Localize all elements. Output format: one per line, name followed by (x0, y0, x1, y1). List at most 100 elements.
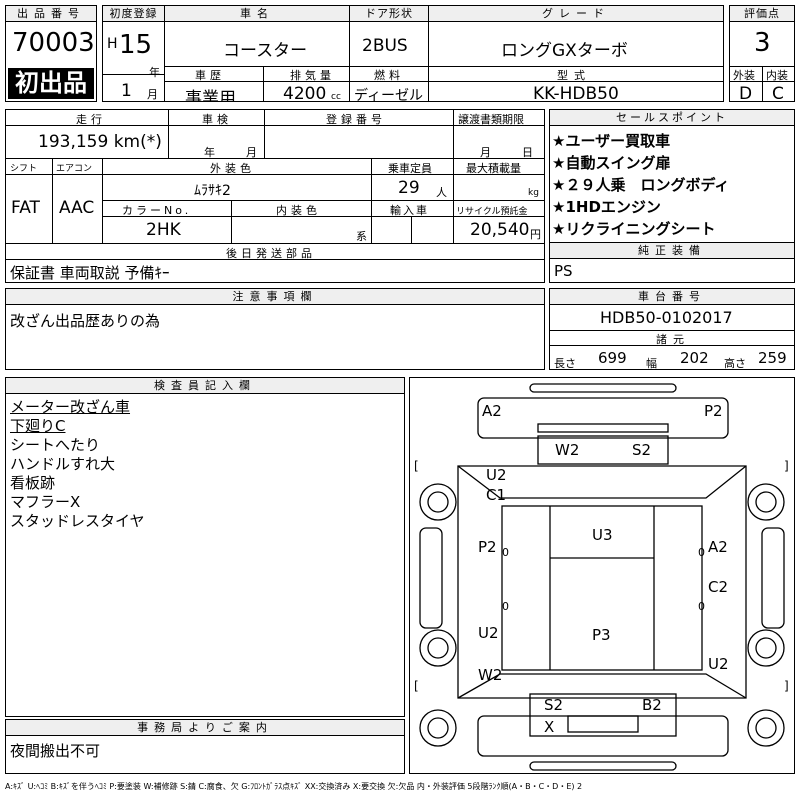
mark-rear-right: B2 (642, 696, 662, 714)
displacement-value: 4200 (283, 84, 327, 102)
mark-floor: P3 (592, 626, 611, 644)
sales-header: セールスポイント (550, 110, 794, 126)
int-header: 内装 (766, 69, 788, 82)
ext-header: 外装 (733, 69, 755, 82)
model-code: KK-HDB50 (533, 84, 619, 102)
width-value: 202 (680, 349, 709, 367)
grade-value: ロングGXターボ (501, 41, 628, 61)
inspector-line: 看板跡 (10, 474, 56, 492)
inspector-line: スタッドレスタイヤ (10, 512, 145, 530)
caution-text: 改ざん出品歴ありの為 (10, 312, 161, 330)
mileage-value: 193,159 km(*) (38, 132, 162, 152)
office-text: 夜間搬出不可 (10, 742, 101, 760)
displacement-header: 排気量 (290, 69, 335, 82)
seats-header: 乗車定員 (388, 162, 432, 175)
inspection-year-unit: 年 (204, 146, 215, 159)
inspector-box: 検査員記入欄 メーター改ざん車 下廻りC シートへたり ハンドルすれ大 看板跡 … (5, 377, 405, 717)
recycle-header: リサイクル預託金 (456, 207, 528, 217)
chassis-box: 車台番号 HDB50-0102017 諸元 長さ 699 幅 202 高さ 25… (549, 288, 795, 370)
mark-small-o: 0 (502, 600, 509, 613)
length-value: 699 (598, 349, 627, 367)
door-header: ドア形状 (350, 6, 428, 22)
mark-panel-top2: C1 (486, 486, 507, 504)
model-header: 車名 (165, 6, 349, 22)
mark-small-o: 0 (502, 546, 509, 559)
month-unit: 月 (147, 88, 158, 101)
equipment-value: PS (554, 262, 573, 280)
svg-text:[: [ (414, 459, 419, 473)
later-parts-value: 保証書 車両取説 予備ｷｰ (10, 264, 170, 282)
inspection-header: 車検 (202, 113, 232, 126)
fuel-value: ディーゼル (354, 88, 424, 102)
equipment-header: 純正装備 (550, 243, 794, 259)
inspection-month-unit: 月 (246, 146, 257, 159)
type-header: 型式 (557, 69, 591, 82)
mark-rear-left: S2 (544, 696, 564, 714)
recycle-value: 20,540 (470, 220, 530, 240)
mark-small-o: 0 (698, 600, 705, 613)
height-label: 高さ (724, 357, 746, 370)
mark-side-right-bottom: U2 (708, 655, 729, 673)
lot-box: 出品番号 70003 初出品 (5, 5, 97, 102)
registration-month: 1 (121, 81, 132, 101)
sales-point: ★２９人乗 ロングボディ (552, 176, 730, 194)
inspector-line: 下廻りC (10, 417, 66, 435)
caution-box: 注意事項欄 改ざん出品歴ありの為 (5, 288, 545, 370)
mark-front-right: P2 (704, 402, 723, 420)
mark-side-right-mid: C2 (708, 578, 729, 596)
registration-header: 初度登録 (103, 6, 164, 22)
inspector-line: シートへたり (10, 436, 101, 454)
mileage-header: 走行 (76, 113, 106, 126)
intcolor-header: 内装色 (276, 204, 321, 217)
intcolor-unit: 系 (356, 230, 367, 243)
registration-box: 初度登録 H 15 年 1 月 (102, 5, 165, 102)
chassis-header: 車台番号 (550, 289, 794, 305)
ac-value: AAC (59, 198, 95, 218)
first-listing-badge: 初出品 (8, 68, 94, 99)
displacement-unit: cc (331, 92, 341, 102)
shift-value: FAT (11, 198, 40, 218)
mark-front-left: A2 (482, 402, 502, 420)
score-box: 評価点 3 外装 内装 D C (729, 5, 795, 102)
mark-side-right-top: A2 (708, 538, 728, 556)
era: H (107, 36, 118, 52)
delivery-day-unit: 日 (522, 146, 533, 159)
mark-rear-x: X (544, 718, 555, 736)
door-box: ドア形状 2BUS 燃料 ディーゼル (349, 5, 429, 102)
import-header: 輸入車 (390, 204, 429, 217)
year-unit: 年 (149, 66, 160, 79)
score-value: 3 (754, 28, 771, 58)
history-value: 事業用 (185, 89, 236, 102)
color-value: ﾑﾗｻｷ2 (194, 183, 231, 199)
inspector-line: マフラーX (10, 493, 81, 511)
mark-panel-top: U2 (486, 466, 507, 484)
inspector-line: ハンドルすれ大 (10, 455, 116, 473)
lot-header: 出品番号 (6, 6, 96, 22)
registration-year: 15 (119, 30, 153, 60)
grade-box: グレード ロングGXターボ 型式 KK-HDB50 (428, 5, 724, 102)
model-box: 車名 コースター 車歴 排気量 事業用 4200 cc (164, 5, 350, 102)
sales-points-box: セールスポイント ★ユーザー買取車 ★自動スイング扉 ★２９人乗 ロングボディ … (549, 109, 795, 243)
recycle-unit: 円 (530, 228, 541, 241)
vehicle-detail-box: 走行 車検 登録番号 譲渡書類期限 193,159 km(*) 年 月 月 日 … (5, 109, 545, 283)
mark-hood-left: W2 (555, 441, 580, 459)
mark-hood-right: S2 (632, 441, 652, 459)
sales-point: ★リクライニングシート (552, 220, 716, 238)
door-value: 2BUS (362, 36, 408, 56)
svg-text:]: ] (784, 679, 789, 693)
mark-small-o: 0 (698, 546, 705, 559)
color-header: 外装色 (210, 162, 255, 175)
chassis-number: HDB50-0102017 (600, 308, 733, 327)
damage-diagram: [ ] [ ] A2 P2 W2 S2 U2 C1 P2 A2 U3 C2 U2… (409, 377, 795, 774)
svg-text:]: ] (784, 459, 789, 473)
ext-grade: D (739, 84, 753, 102)
lot-number: 70003 (12, 28, 95, 58)
length-label: 長さ (554, 357, 576, 370)
colorno-header: カラーNo. (122, 204, 192, 217)
later-parts-header: 後日発送部品 (226, 247, 316, 260)
svg-text:[: [ (414, 679, 419, 693)
seats-unit: 人 (436, 186, 447, 199)
mark-side-left-top: P2 (478, 538, 497, 556)
office-header: 事務局よりご案内 (6, 720, 404, 736)
sales-point: ★自動スイング扉 (552, 154, 671, 172)
